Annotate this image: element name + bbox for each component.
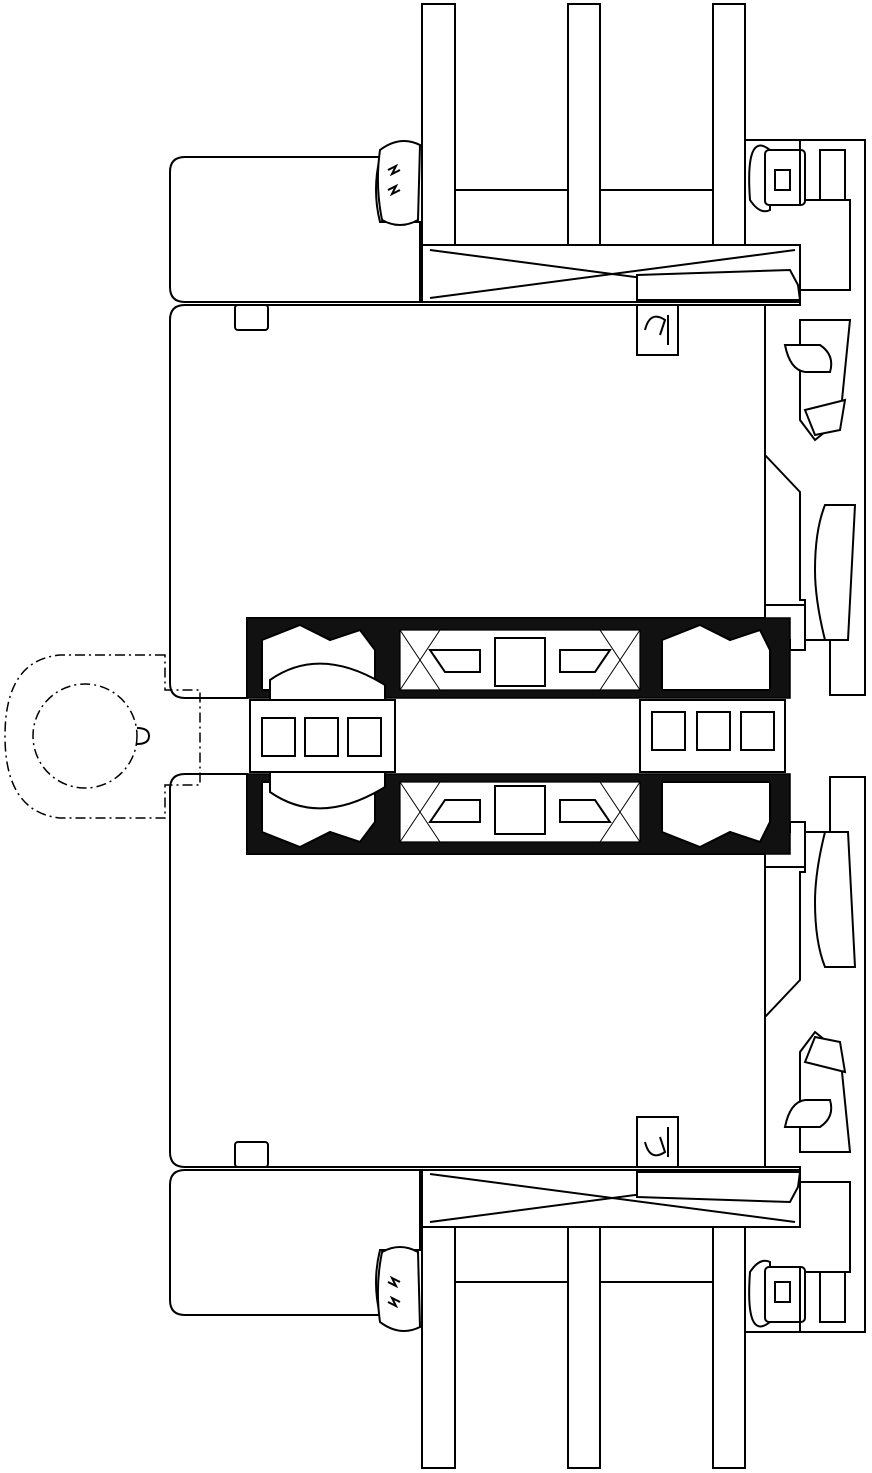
hinge-pin-circle [32,683,138,789]
lower-section [169,771,866,1469]
upper-section [169,3,866,701]
